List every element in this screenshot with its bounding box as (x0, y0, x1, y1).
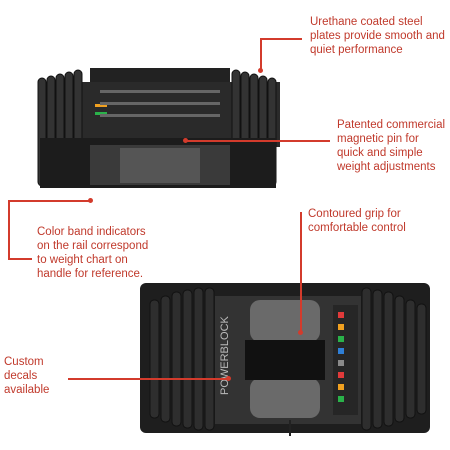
rail-line (100, 114, 220, 117)
bottom-plates-right (361, 287, 427, 431)
bottom-grip-bottom (250, 378, 320, 418)
callout-custom-decals: Custom decals available (4, 356, 50, 396)
callout-line-4 (300, 212, 302, 332)
bottom-plates-left (149, 287, 215, 431)
callout-dot-5 (226, 376, 231, 381)
callout-dot-4 (298, 330, 303, 335)
callout-line-1 (260, 38, 262, 70)
bottom-dumbbell-image: POWERBLOCK (140, 283, 430, 436)
callout-line-2 (185, 140, 330, 142)
callout-dot-3 (88, 198, 93, 203)
orange-band (95, 104, 107, 107)
callout-magnetic-pin: Patented commercial magnetic pin for qui… (337, 119, 446, 173)
rail-line (100, 90, 220, 93)
rail-line (100, 102, 220, 105)
callout-line-3b (8, 258, 32, 260)
powerblock-decal: POWERBLOCK (219, 315, 231, 395)
callout-line-3v (8, 200, 10, 260)
bottom-grip-slot (245, 340, 325, 380)
callout-dot-2 (183, 138, 188, 143)
weight-chart-decal (333, 305, 358, 415)
callout-color-bands: Color band indicators on the rail corres… (37, 226, 149, 280)
callout-dot-1 (258, 68, 263, 73)
bottom-grip-top (250, 300, 320, 342)
weight-chart-swatches (338, 312, 344, 402)
callout-line-5 (68, 378, 228, 380)
callout-contoured-grip: Contoured grip for comfortable control (308, 208, 406, 234)
green-band (95, 112, 107, 115)
callout-urethane-plates: Urethane coated steel plates provide smo… (310, 16, 445, 56)
top-grip-center (120, 148, 200, 183)
callout-line-3h (8, 200, 90, 202)
callout-line-1h (260, 38, 302, 40)
